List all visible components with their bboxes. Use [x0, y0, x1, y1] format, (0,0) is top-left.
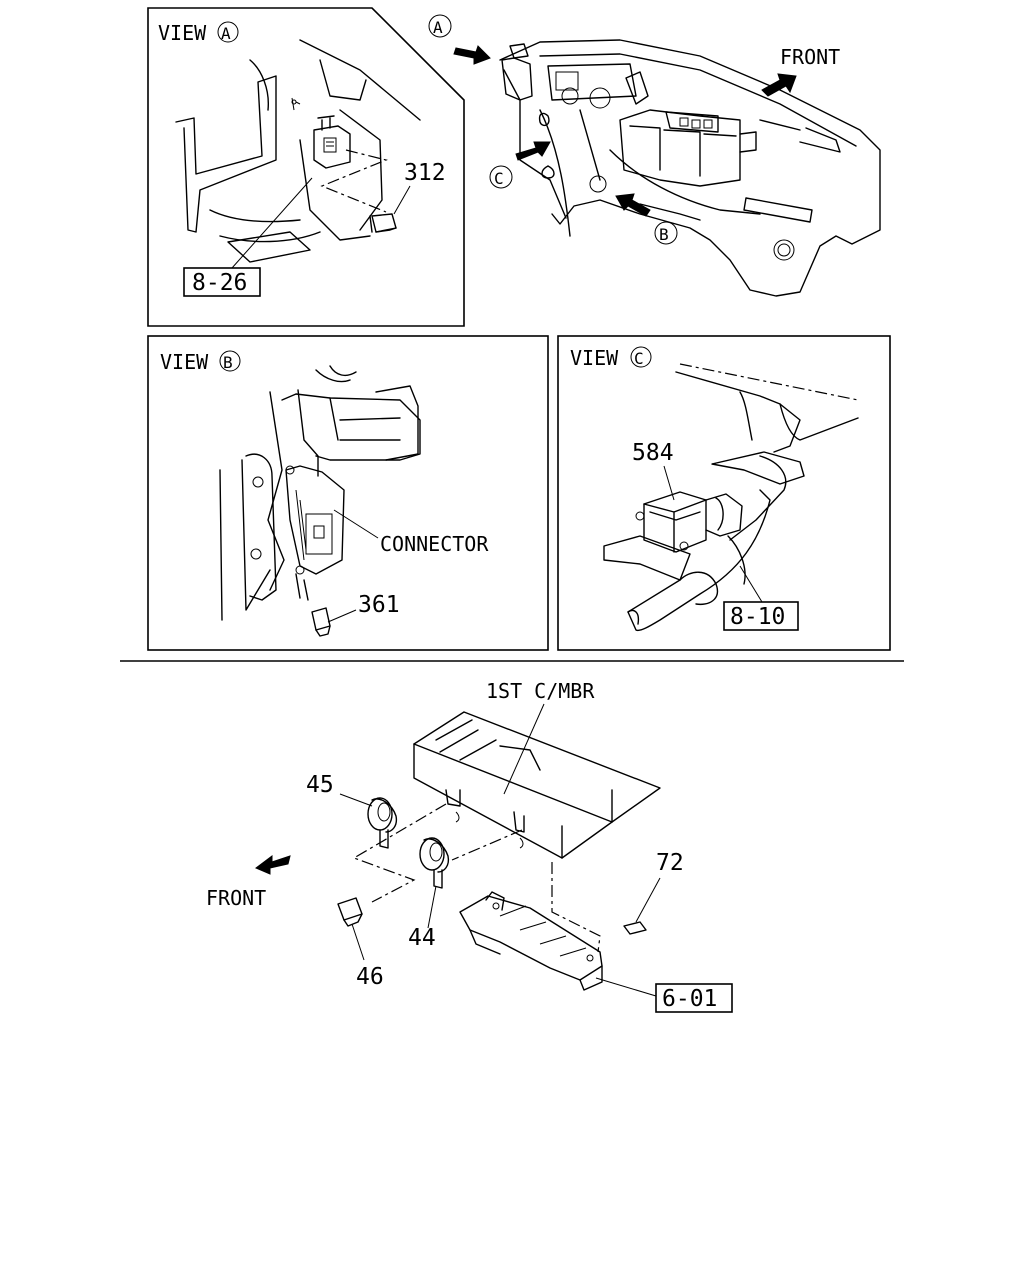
member-label: 1ST C/MBR: [486, 679, 595, 703]
front-arrow-icon: [761, 73, 797, 97]
arrow-c-icon: [515, 141, 551, 161]
ref-8-26-label: 8-26: [192, 270, 247, 296]
leader-45: [339, 793, 373, 807]
leader-8-26: [231, 177, 313, 269]
bolt-46: [337, 897, 363, 927]
horn-44: [419, 837, 450, 889]
arrow-a-icon: [453, 45, 491, 65]
leader-connector: [333, 509, 379, 539]
view-b-letter: B: [223, 353, 233, 372]
dashboard-linework: [499, 39, 881, 297]
view-a-panel: VIEW A 312 8-26: [147, 7, 465, 327]
marker-a-circle: [428, 14, 452, 38]
view-c-title: VIEW: [570, 346, 619, 370]
horn-45: [367, 797, 398, 849]
leader-46: [351, 923, 365, 961]
view-a-frame: [147, 7, 465, 327]
part-361-label: 361: [358, 592, 400, 618]
view-c-letter: C: [634, 349, 644, 368]
cover-bracket: [459, 891, 603, 991]
view-a-dash-guide: [320, 149, 388, 213]
view-a-structure: [175, 39, 421, 263]
crossmember: [413, 711, 661, 859]
marker-c-label: C: [494, 169, 504, 188]
ref-box-8-10: [723, 601, 799, 631]
view-b-structure: [219, 365, 421, 621]
connector-label: CONNECTOR: [380, 532, 489, 556]
part-584-label: 584: [632, 440, 674, 466]
part-46-label: 46: [356, 964, 384, 990]
part-44-label: 44: [408, 925, 436, 951]
marker-c-circle: [489, 165, 513, 189]
lower-front-label: FRONT: [206, 886, 266, 910]
part-45-label: 45: [306, 772, 334, 798]
dashboard-overview: A FRONT: [428, 14, 881, 297]
part-312-label: 312: [404, 160, 446, 186]
view-a-letter: A: [221, 24, 231, 43]
overview-front-label: FRONT: [780, 45, 840, 69]
horn-mount-guide: [352, 803, 523, 903]
ref-box-6-01: [655, 983, 733, 1013]
clip-72: [623, 921, 647, 935]
view-c-panel: VIEW C 584 8-10: [557, 335, 891, 651]
marker-b-label: B: [659, 225, 669, 244]
leader-72: [635, 877, 661, 923]
view-a-letter-circle: [217, 21, 239, 43]
relay-assembly: [313, 115, 351, 169]
view-b-panel: VIEW B CONNECTOR 3: [147, 335, 549, 651]
leader-8-10: [739, 565, 763, 603]
ref-box-8-26: [183, 267, 261, 297]
bolt-361: [311, 607, 331, 637]
view-c-frame: [557, 335, 891, 651]
horn-section: 1ST C/MBR 45 44: [206, 679, 733, 1013]
cover-guide: [551, 862, 601, 953]
leader-312: [393, 185, 411, 215]
view-b-frame: [147, 335, 549, 651]
view-b-letter-circle: [219, 350, 241, 372]
leader-44: [427, 885, 437, 929]
leader-361: [327, 609, 357, 623]
marker-b-circle: [654, 221, 678, 245]
view-b-title: VIEW: [160, 350, 209, 374]
leader-6-01: [595, 977, 657, 997]
leader-584: [663, 465, 675, 501]
view-a-title: VIEW: [158, 21, 207, 45]
ref-8-10-label: 8-10: [730, 604, 785, 630]
marker-a-label: A: [433, 18, 443, 37]
bolt-312: [369, 213, 397, 233]
view-c-letter-circle: [630, 346, 652, 368]
part-72-label: 72: [656, 850, 684, 876]
arrow-b-icon: [615, 193, 651, 217]
ref-6-01-label: 6-01: [662, 986, 717, 1012]
view-c-structure: [603, 363, 859, 632]
lower-front-arrow-icon: [255, 855, 291, 875]
